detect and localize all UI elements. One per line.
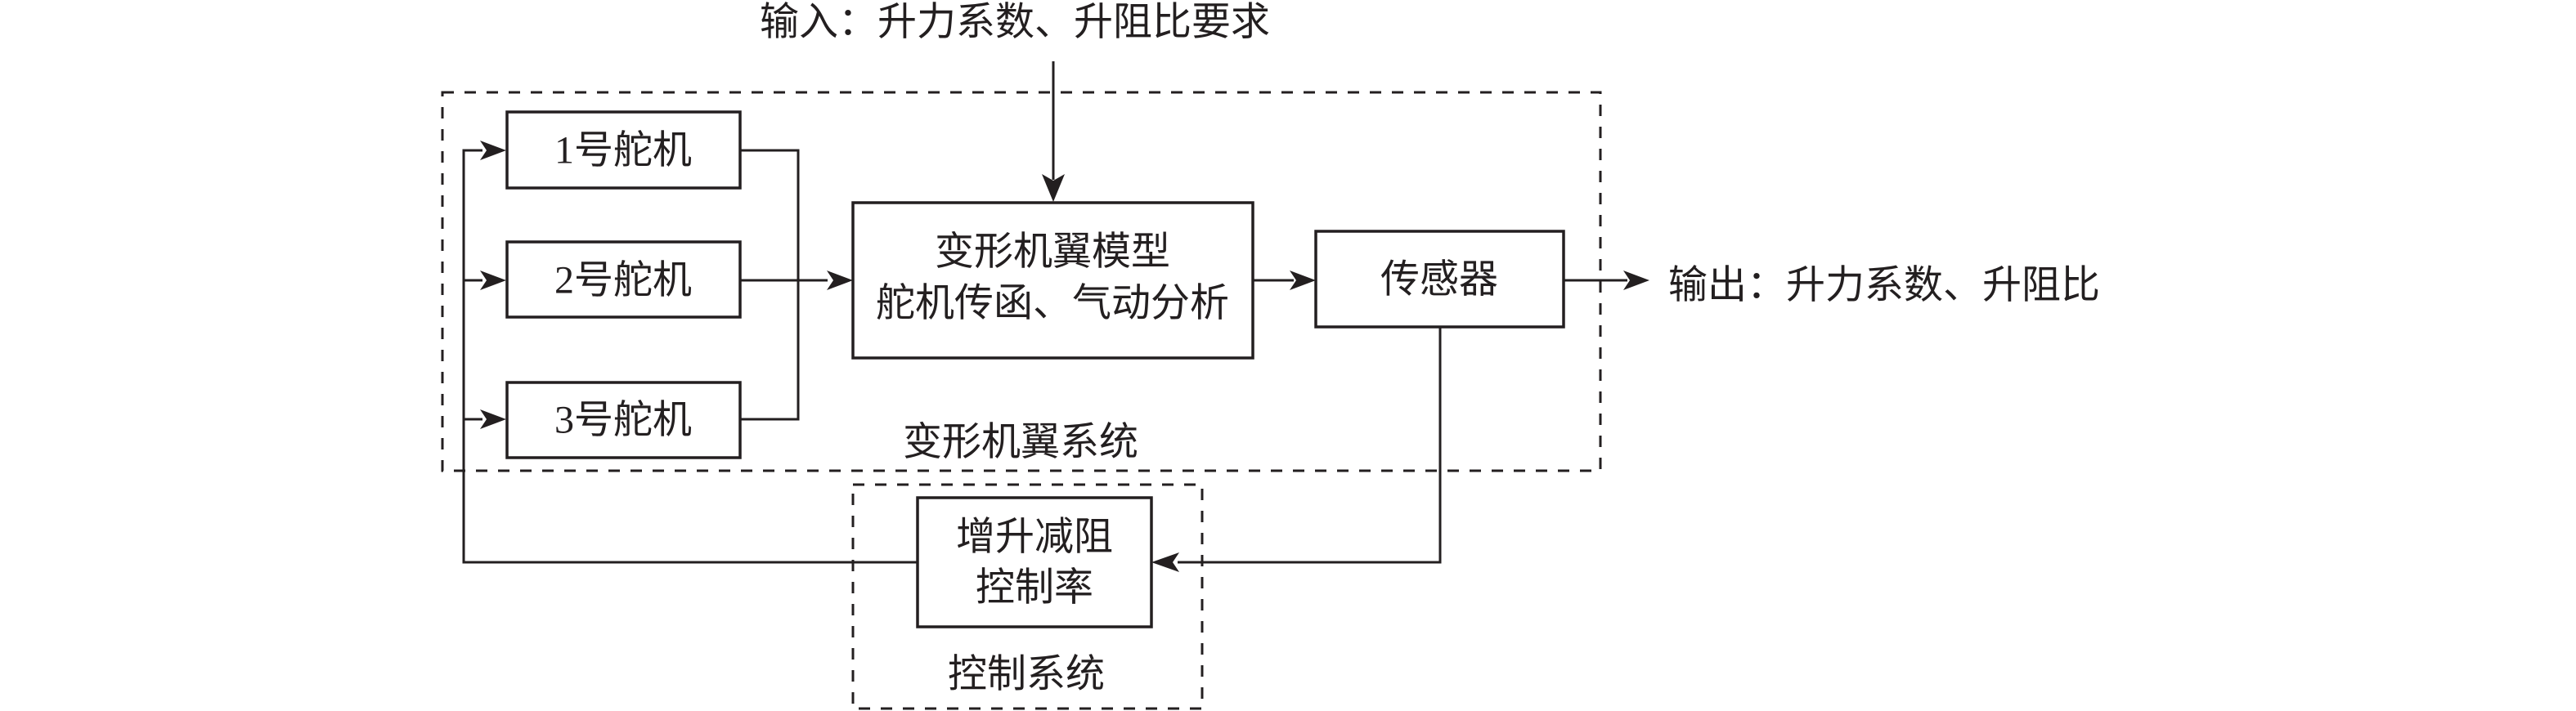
control-law-box (916, 496, 1153, 628)
sensor-label: 传感器 (1380, 258, 1498, 302)
servo-1-box (505, 110, 742, 190)
servo-block-1: 1号舵机 (505, 110, 742, 190)
servo2-arrowhead-icon (480, 271, 506, 290)
output-label: 输出：升力系数、升阻比 (1668, 264, 2100, 307)
servo1-arrowhead-icon (480, 141, 506, 160)
connectors (462, 61, 1627, 564)
servo-1-label: 1号舵机 (554, 129, 692, 172)
sensor-input-arrowhead-icon (1290, 271, 1316, 290)
sensor-block: 传感器 (1314, 230, 1565, 329)
control-law-line1: 增升减阻 (956, 516, 1113, 559)
servo-block-2: 2号舵机 (505, 240, 742, 319)
control-system-label: 控制系统 (948, 653, 1105, 696)
control-law-input-arrowhead-icon (1151, 552, 1179, 572)
wing-model-subtitle: 舵机传函、气动分析 (876, 282, 1229, 325)
servo-merge-wire (740, 149, 800, 421)
wing-model-box (851, 201, 1254, 360)
control-to-servos-wire (462, 149, 918, 564)
sensor-box (1314, 230, 1565, 329)
servo3-arrowhead-icon (480, 409, 506, 429)
servo-3-box (505, 381, 742, 459)
morphing-wing-system-label: 变形机翼系统 (903, 421, 1138, 464)
output-arrowhead-icon (1623, 271, 1649, 290)
servo-2-box (505, 240, 742, 319)
model-input-arrowhead-icon (827, 271, 853, 290)
input-arrowhead-icon (1042, 174, 1065, 202)
arrowheads (480, 141, 1649, 572)
input-label: 输入：升力系数、升阻比要求 (760, 1, 1270, 44)
servo-2-label: 2号舵机 (554, 259, 692, 302)
wing-model-block: 变形机翼模型 舵机传函、气动分析 (851, 201, 1254, 360)
control-law-block: 增升减阻 控制率 (916, 496, 1153, 628)
control-law-line2: 控制率 (976, 566, 1093, 610)
servo-block-3: 3号舵机 (505, 381, 742, 459)
servo-3-label: 3号舵机 (554, 399, 692, 442)
wing-model-title: 变形机翼模型 (935, 230, 1170, 274)
sensor-feedback-wire (1178, 327, 1442, 564)
